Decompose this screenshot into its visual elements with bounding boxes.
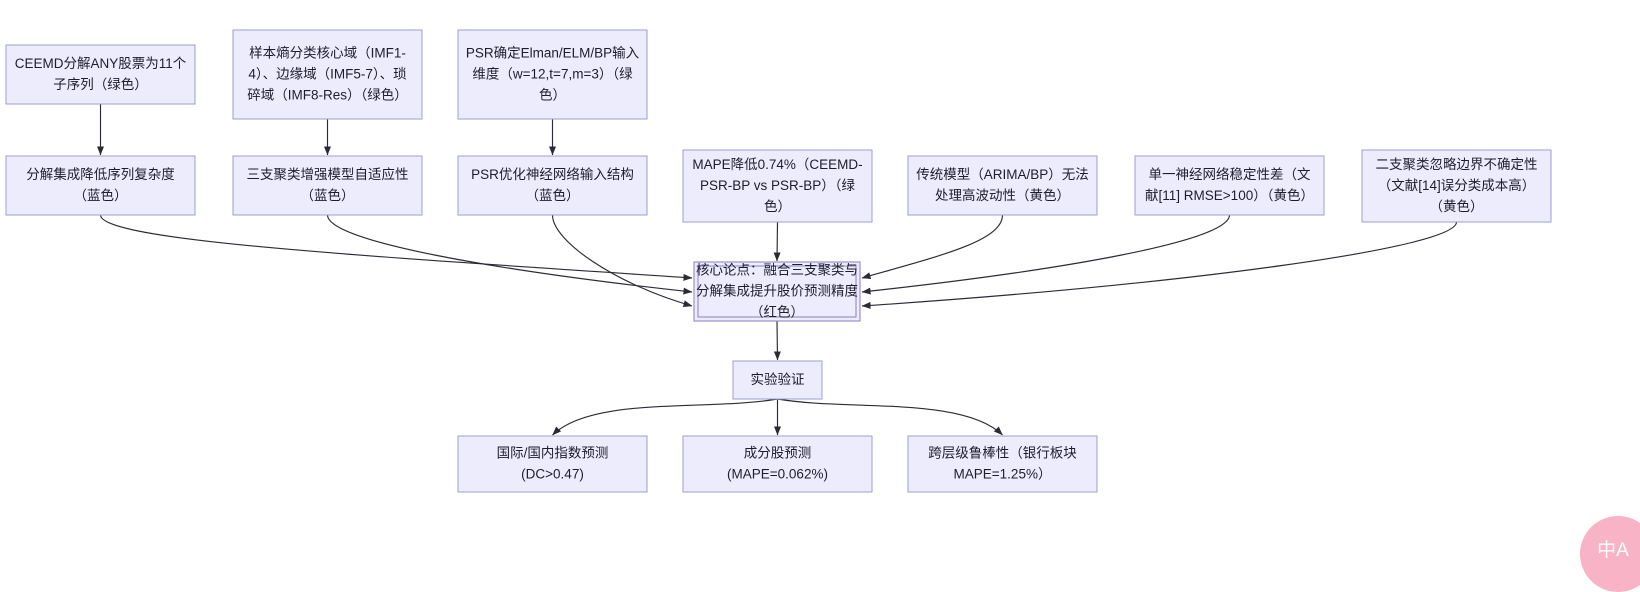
flow-edge-curve-right	[862, 222, 1457, 306]
flow-node[interactable]: 传统模型（ARIMA/BP）无法处理高波动性（黄色）	[908, 156, 1097, 215]
flow-node[interactable]: 三支聚类增强模型自适应性（蓝色）	[233, 156, 422, 215]
node-layer: CEEMD分解ANY股票为11个子序列（绿色） 样本熵分类核心域（IMF1-4）、…	[6, 30, 1551, 492]
flow-node[interactable]: 分解集成降低序列复杂度（蓝色）	[6, 156, 195, 215]
flow-edge-curve-right	[862, 215, 1003, 278]
flow-edge-curve-left	[553, 215, 693, 306]
flow-node[interactable]: PSR确定Elman/ELM/BP输入维度（w=12,t=7,m=3）（绿色）	[458, 30, 647, 119]
flow-node[interactable]: 成分股预测(MAPE=0.062%)	[683, 436, 872, 492]
flow-edge-vertical	[777, 321, 778, 360]
flow-edge-curve-left	[553, 399, 778, 435]
flow-edge-curve-left	[328, 215, 693, 292]
flow-edge-curve-right	[862, 215, 1230, 292]
flow-node[interactable]: 国际/国内指数预测(DC>0.47)	[458, 436, 647, 492]
flow-node[interactable]: PSR优化神经网络输入结构（蓝色）	[458, 156, 647, 215]
flowchart-svg: CEEMD分解ANY股票为11个子序列（绿色） 样本熵分类核心域（IMF1-4）、…	[0, 0, 1640, 574]
watermark-badge: 中A	[1580, 516, 1640, 592]
flow-node[interactable]: MAPE降低0.74%（CEEMD-PSR-BP vs PSR-BP）（绿色）	[683, 150, 872, 222]
flow-node[interactable]: 跨层级鲁棒性（银行板块MAPE=1.25%）	[908, 436, 1097, 492]
flow-edge-curve-right	[778, 399, 1003, 435]
flow-node[interactable]: 样本熵分类核心域（IMF1-4）、边缘域（IMF5-7）、琐碎域（IMF8-Re…	[233, 30, 422, 119]
flow-edge-vertical	[777, 222, 778, 261]
flow-node[interactable]: 单一神经网络稳定性差（文献[11] RMSE>100）（黄色）	[1135, 156, 1324, 215]
node-label: 实验验证	[751, 372, 805, 387]
node-label: 样本熵分类核心域（IMF1-4）、边缘域（IMF5-7）、琐碎域（IMF8-Re…	[247, 45, 408, 102]
flow-node[interactable]: 实验验证	[733, 361, 822, 399]
flowchart-canvas: CEEMD分解ANY股票为11个子序列（绿色） 样本熵分类核心域（IMF1-4）、…	[0, 0, 1640, 574]
flow-node[interactable]: 二支聚类忽略边界不确定性（文献[14]误分类成本高）（黄色）	[1362, 150, 1551, 222]
core-claim-node[interactable]: 核心论点：融合三支聚类与分解集成提升股价预测精度（红色）	[694, 262, 860, 321]
watermark-label: 中A	[1597, 542, 1629, 560]
flow-node[interactable]: CEEMD分解ANY股票为11个子序列（绿色）	[6, 45, 195, 104]
